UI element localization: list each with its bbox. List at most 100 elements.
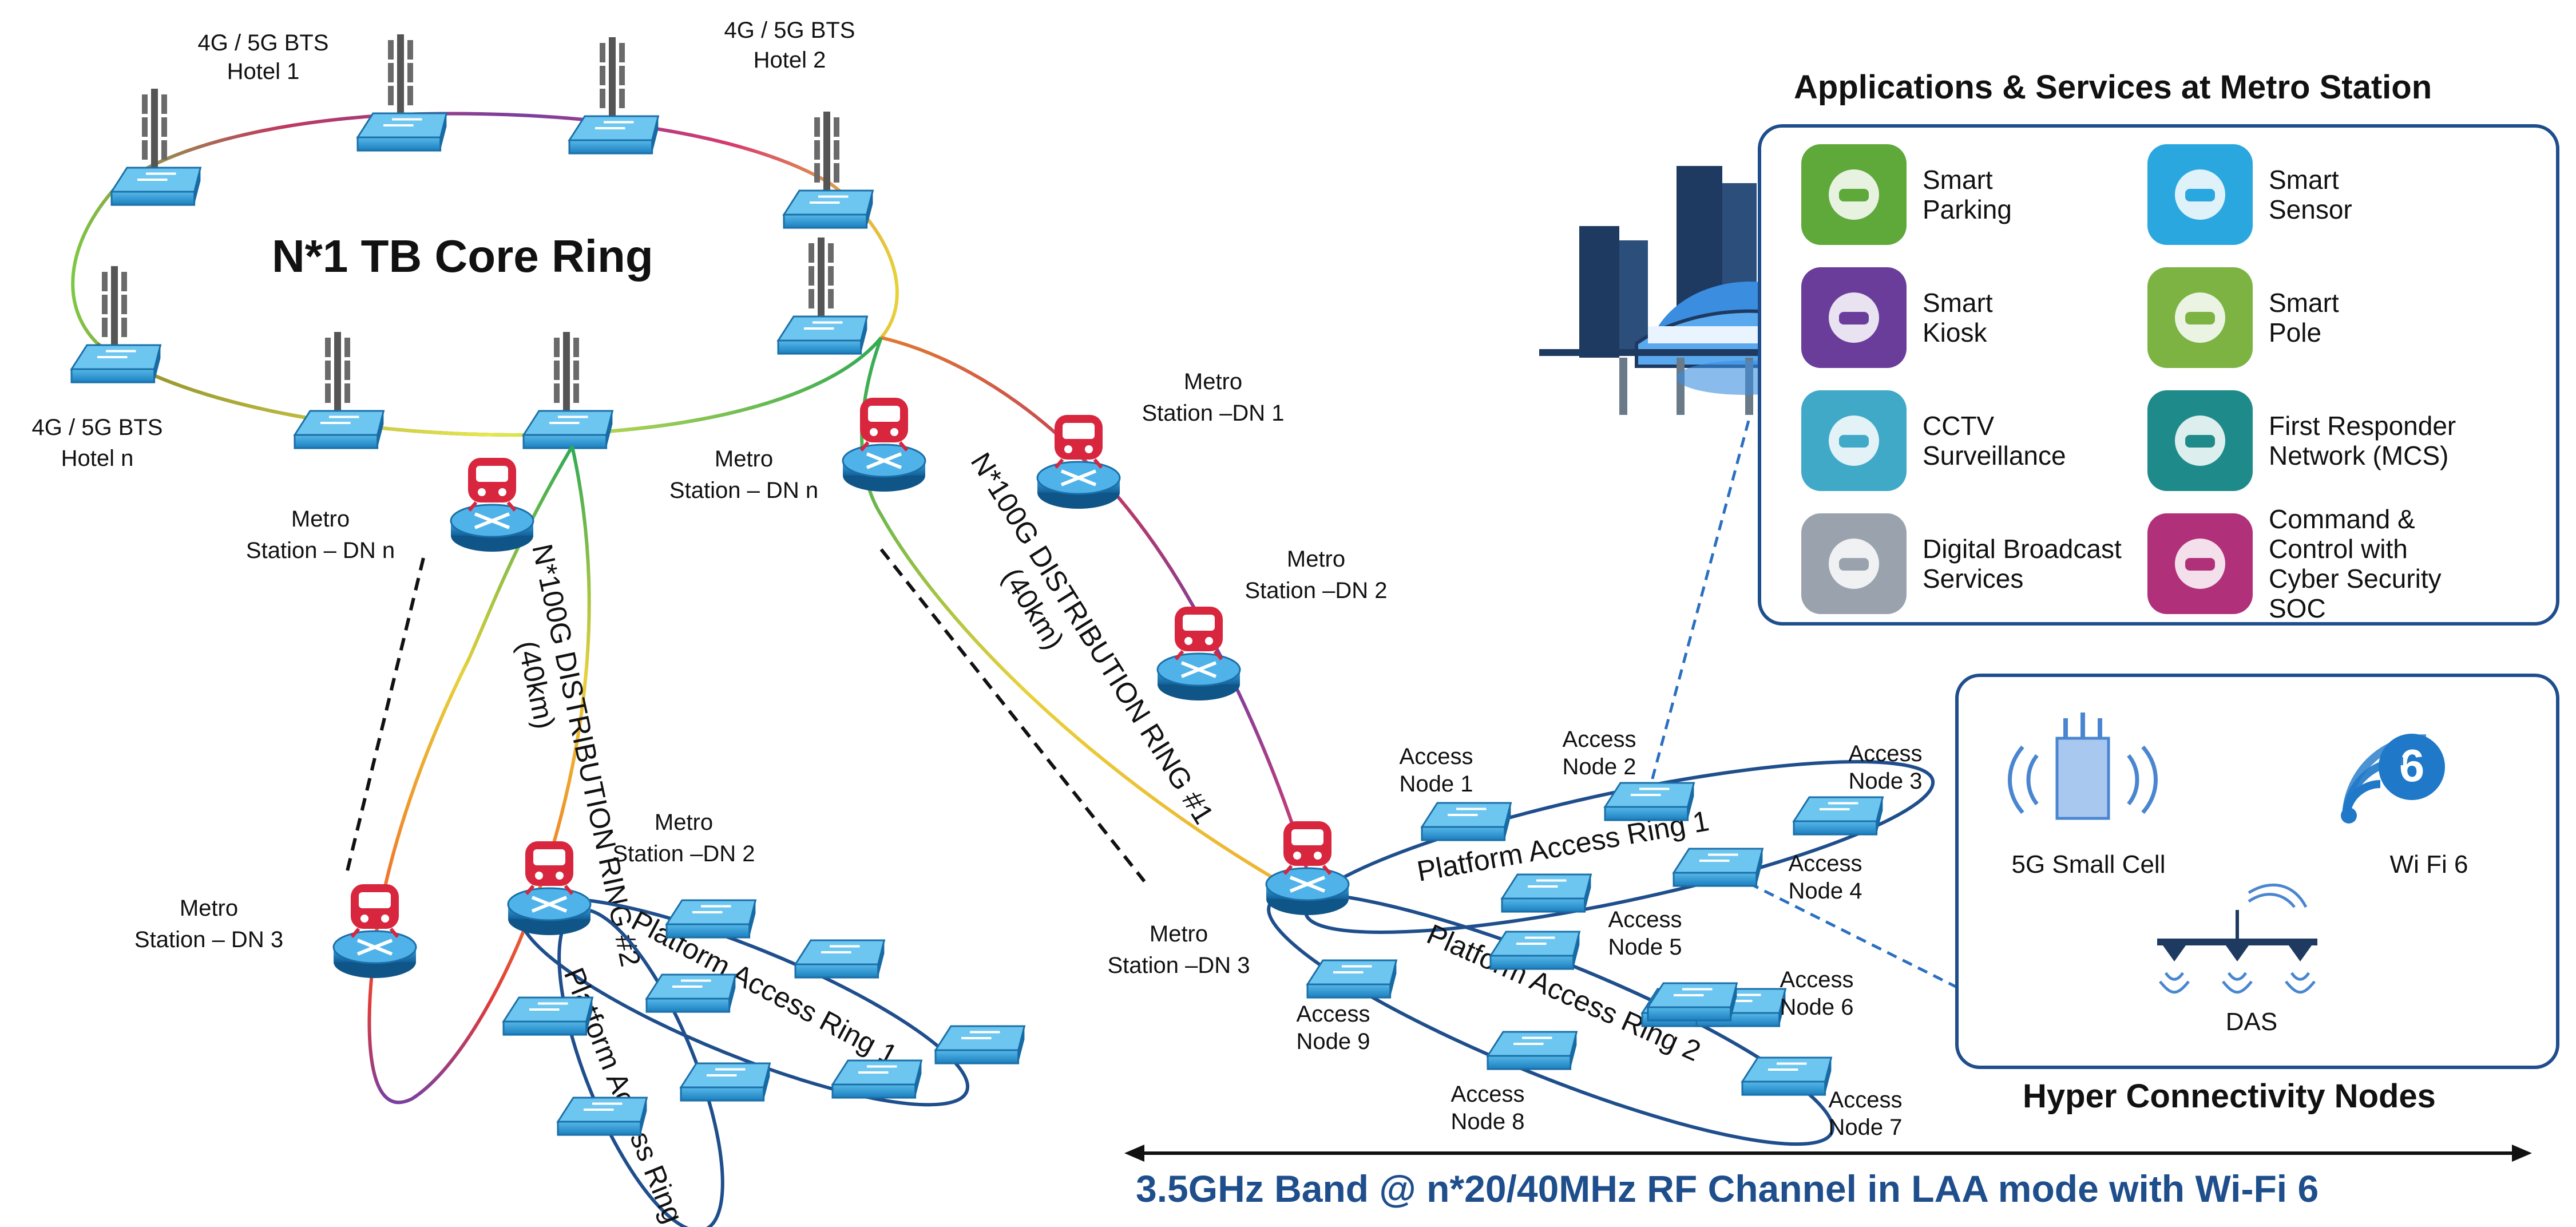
svg-text:Metro: Metro	[1184, 369, 1242, 394]
router-left-dn-n	[450, 458, 534, 552]
label-left-dn2: Metro Station –DN 2	[612, 810, 755, 866]
app-item-4-label-1: Smart	[2269, 288, 2339, 318]
svg-text:Metro: Metro	[1287, 547, 1345, 572]
access-switch-20	[1646, 982, 1738, 1022]
hyper-title: Hyper Connectivity Nodes	[2023, 1078, 2436, 1115]
label-left-dn3: Metro Station – DN 3	[134, 896, 283, 952]
connector-to-metro-station	[1646, 411, 1753, 796]
app-item-4-label-2: Pole	[2269, 318, 2321, 347]
hotel-n-label: 4G / 5G BTS Hotel n	[32, 415, 163, 471]
core-switch-3	[568, 115, 660, 155]
band-arrow	[1124, 1145, 2532, 1162]
small-cell-label: 5G Small Cell	[2012, 850, 2166, 878]
svg-text:Access: Access	[1829, 1087, 1903, 1113]
svg-text:4G / 5G BTS: 4G / 5G BTS	[32, 415, 163, 440]
small-cell-icon	[2008, 713, 2158, 820]
core-tower-2	[388, 34, 413, 126]
dashed-link-right	[879, 548, 1146, 882]
router-left-dn2	[507, 841, 592, 935]
label-left-dn-n: Metro Station – DN n	[246, 506, 395, 563]
wifi6-label: Wi Fi 6	[2390, 850, 2468, 878]
router-left-dn3-train-icon	[350, 884, 399, 938]
access-switch-3	[645, 973, 737, 1013]
app-item-2-label-1: Smart	[2269, 165, 2339, 195]
access-switch-5	[934, 1025, 1026, 1064]
access-switch-12	[1672, 848, 1764, 887]
app-item-8-label-2: Control with	[2269, 534, 2408, 564]
digital-broadcast-icon	[1801, 513, 1907, 614]
app-item-6-label-2: Network (MCS)	[2269, 441, 2448, 470]
core-tower-5	[809, 238, 834, 329]
svg-text:Hotel n: Hotel n	[61, 446, 134, 471]
router-left-dn-n-train-icon	[467, 458, 517, 512]
svg-text:6: 6	[2399, 740, 2425, 791]
access-switch-10	[1603, 782, 1695, 821]
router-right-dn1-train-icon	[1054, 415, 1103, 469]
svg-text:Metro: Metro	[655, 810, 713, 835]
access-switch-9	[1420, 802, 1512, 841]
app-item-5-label-2: Surveillance	[1923, 441, 2066, 470]
svg-text:Metro: Metro	[180, 896, 238, 921]
svg-text:Access: Access	[1400, 744, 1473, 769]
svg-text:Metro: Metro	[1150, 921, 1208, 947]
core-ring-title: N*1 TB Core Ring	[272, 231, 653, 282]
svg-text:Access: Access	[1849, 741, 1923, 766]
svg-text:Metro: Metro	[715, 446, 773, 472]
access-switch-1	[665, 899, 757, 939]
router-right-dn-n	[842, 398, 926, 492]
access-switch-13	[1500, 873, 1592, 913]
command-control-icon	[2147, 513, 2253, 614]
svg-text:Station –DN 2: Station –DN 2	[1245, 578, 1387, 603]
distribution-ring-2	[367, 445, 591, 1105]
svg-text:Metro: Metro	[291, 506, 350, 532]
core-tower-8	[554, 332, 579, 423]
access-switch-11	[1792, 796, 1884, 836]
svg-text:Hotel 2: Hotel 2	[754, 48, 826, 73]
wifi6-icon: 6	[2341, 734, 2445, 824]
smart-parking-icon	[1801, 144, 1907, 245]
smart-kiosk-icon	[1801, 267, 1907, 368]
svg-text:Node 2: Node 2	[1563, 754, 1636, 779]
applications-title: Applications & Services at Metro Station	[1794, 69, 2432, 106]
svg-text:Access: Access	[1608, 907, 1682, 932]
label-right-dn1: Metro Station –DN 1	[1142, 369, 1284, 426]
cctv-icon	[1801, 390, 1907, 491]
svg-text:4G / 5G BTS: 4G / 5G BTS	[198, 30, 329, 56]
connector-to-hyper-nodes	[1733, 874, 1964, 992]
das-icon	[2157, 883, 2317, 994]
hotel-n-tower	[102, 266, 127, 358]
app-item-7-label-2: Services	[1923, 564, 2023, 593]
svg-text:Access: Access	[1451, 1082, 1525, 1107]
core-switch-5	[776, 315, 869, 355]
app-item-3-label-2: Kiosk	[1923, 318, 1987, 347]
svg-text:Station –DN 3: Station –DN 3	[1107, 953, 1250, 978]
svg-text:Hotel 1: Hotel 1	[227, 59, 300, 84]
router-right-dn2	[1156, 607, 1241, 700]
metro-station-illustration	[1539, 166, 1860, 415]
core-switch-8	[522, 410, 614, 449]
app-item-6-label-1: First Responder	[2269, 411, 2456, 441]
access-switch-2	[794, 939, 886, 979]
app-item-1-label-1: Smart	[1923, 165, 1993, 195]
svg-text:Access: Access	[1297, 1002, 1370, 1027]
label-right-dn3: Metro Station –DN 3	[1107, 921, 1250, 978]
hotel-n-switch	[70, 344, 162, 383]
router-right-dn-n-train-icon	[859, 398, 909, 452]
smart-pole-icon	[2147, 267, 2253, 368]
band-description: 3.5GHz Band @ n*20/40MHz RF Channel in L…	[1136, 1167, 2319, 1210]
hotel-2-switch	[782, 189, 874, 229]
app-item-8-label-4: SOC	[2269, 593, 2326, 623]
hotel-2-label: 4G / 5G BTS Hotel 2	[724, 18, 855, 73]
access-switch-6	[679, 1062, 771, 1102]
access-switch-7	[831, 1059, 923, 1099]
svg-text:Node 5: Node 5	[1608, 935, 1682, 960]
router-left-dn2-train-icon	[525, 841, 574, 895]
access-switch-19	[1741, 1056, 1833, 1096]
router-left-dn3	[332, 884, 417, 978]
app-item-7-label-1: Digital Broadcast	[1923, 534, 2122, 564]
